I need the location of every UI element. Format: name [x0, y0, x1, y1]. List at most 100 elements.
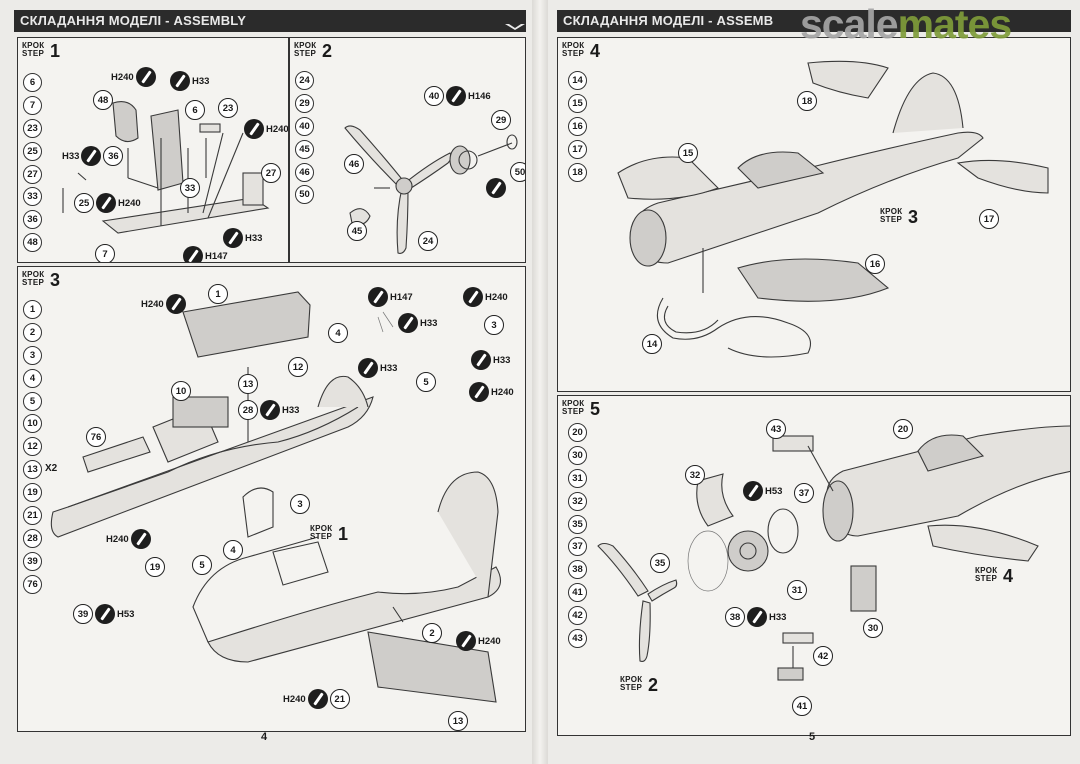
glue-icon: [747, 607, 767, 627]
step-3-label: КРОК STEP 3: [22, 270, 61, 290]
glue-callout: H240: [244, 119, 288, 139]
step-2-label: КРОК STEP 2: [294, 41, 333, 61]
part-callout: 12: [288, 357, 308, 377]
part-callout: 19: [145, 557, 165, 577]
part-number: 76: [23, 574, 42, 594]
glue-icon: [170, 71, 190, 91]
part-bubble: 7: [95, 244, 115, 262]
step-2-panel: КРОК STEP 2 24 29 40 45 46 50: [289, 37, 526, 263]
part-number: 37: [568, 537, 587, 557]
part-bubble: 27: [261, 163, 281, 183]
part-callout: 1: [208, 284, 228, 304]
page-number-left: 4: [261, 731, 268, 743]
step-3-reference: КРОК STEP 3: [880, 207, 919, 227]
part-bubble: 5: [192, 555, 212, 575]
part-number: 24: [295, 71, 314, 90]
glue-callout: H240: [469, 382, 514, 402]
step-2-parts-list: 24 29 40 45 46 50: [295, 71, 314, 208]
part-callout: 43: [766, 419, 786, 439]
glue-callout: 40 H146: [424, 86, 491, 106]
part-callout: 3: [290, 494, 310, 514]
part-callout: 32: [685, 465, 705, 485]
part-bubble: 4: [328, 323, 348, 343]
part-bubble: 28: [238, 400, 258, 420]
glue-callout: H240: [141, 294, 186, 314]
glue-callout: H33: [358, 358, 397, 378]
glue-icon: [456, 631, 476, 651]
part-callout: 2: [422, 623, 442, 643]
glue-icon: [398, 313, 418, 333]
step-1-label: КРОК STEP 1: [22, 41, 61, 61]
fuselage-wings-drawing: [617, 60, 1049, 358]
part-bubble: 38: [725, 607, 745, 627]
part-number: 41: [568, 583, 587, 603]
part-bubble: 19: [145, 557, 165, 577]
glue-callout: H147: [183, 246, 228, 262]
part-bubble: 32: [685, 465, 705, 485]
part-bubble: 43: [766, 419, 786, 439]
part-bubble: 6: [185, 100, 205, 120]
glue-icon: [486, 178, 506, 198]
part-bubble: 5: [416, 372, 436, 392]
step-4-label: КРОК STEP 4: [562, 41, 601, 61]
part-bubble: 24: [418, 231, 438, 251]
part-number: 32: [568, 491, 587, 511]
part-callout: 50: [510, 162, 525, 182]
part-callout: 15: [678, 143, 698, 163]
engine-cowling-drawing: [597, 425, 1070, 681]
part-bubble: 37: [794, 483, 814, 503]
part-number: 4: [23, 368, 42, 388]
glue-icon: [463, 287, 483, 307]
part-bubble: 21: [329, 689, 350, 709]
glue-icon: [743, 481, 763, 501]
part-callout: 13: [448, 711, 468, 731]
part-callout: 3: [484, 315, 504, 335]
part-number: 42: [568, 606, 587, 626]
part-callout: 13: [238, 374, 258, 394]
part-number: 19: [23, 483, 42, 503]
glue-callout: H33: [471, 350, 510, 370]
part-number: 31: [568, 468, 587, 488]
part-bubble: 20: [893, 419, 913, 439]
part-callout: 7: [95, 244, 115, 262]
part-number: 29: [295, 93, 314, 113]
glue-callout: H240: [111, 67, 156, 87]
part-callout: 10: [171, 381, 191, 401]
glue-icon: [183, 246, 203, 262]
part-number: 3: [23, 345, 42, 365]
part-callout: 24: [418, 231, 438, 251]
part-number: 25: [23, 141, 42, 161]
assembly-header-right: СКЛАДАННЯ МОДЕЛІ - ASSEMB: [557, 10, 1071, 32]
glue-callout: H240: [106, 529, 151, 549]
part-number: 28: [23, 528, 42, 548]
glue-icon: [96, 193, 116, 213]
part-bubble: 13: [238, 374, 258, 394]
part-bubble: 1: [208, 284, 228, 304]
glue-icon: [368, 287, 388, 307]
part-number: 30: [568, 445, 587, 465]
part-callout: 4: [223, 540, 243, 560]
quantity-multiplier: X2: [45, 463, 58, 475]
part-bubble: 76: [86, 427, 106, 447]
part-bubble: 31: [787, 580, 807, 600]
glue-icon-row: [486, 178, 506, 198]
part-number: 48: [23, 233, 42, 253]
part-callout: 46: [344, 154, 364, 174]
glue-icon: [95, 604, 115, 624]
step-4-parts-list: 14 15 16 17 18: [568, 71, 587, 185]
part-callout: 45: [347, 221, 367, 241]
glue-icon: [469, 382, 489, 402]
part-number: 35: [568, 514, 587, 534]
part-number: 5: [23, 391, 42, 411]
right-page: СКЛАДАННЯ МОДЕЛІ - ASSEMB КРОК STEP 4 14…: [557, 10, 1071, 743]
part-bubble: 46: [344, 154, 364, 174]
step-5-parts-list: 20 30 31 32 35 37 38 41 42 43: [568, 423, 587, 652]
step-5-panel: КРОК STEP 5 20 30 31 32 35 37 38 41 42 4…: [557, 395, 1071, 736]
part-number: 20: [568, 423, 587, 442]
glue-callout: H33: [223, 228, 262, 248]
step-1-parts-list: 6 7 23 25 27 33 36 48: [23, 73, 42, 256]
part-number: 17: [568, 139, 587, 159]
part-number: 27: [23, 164, 42, 184]
part-bubble: 41: [792, 696, 812, 716]
